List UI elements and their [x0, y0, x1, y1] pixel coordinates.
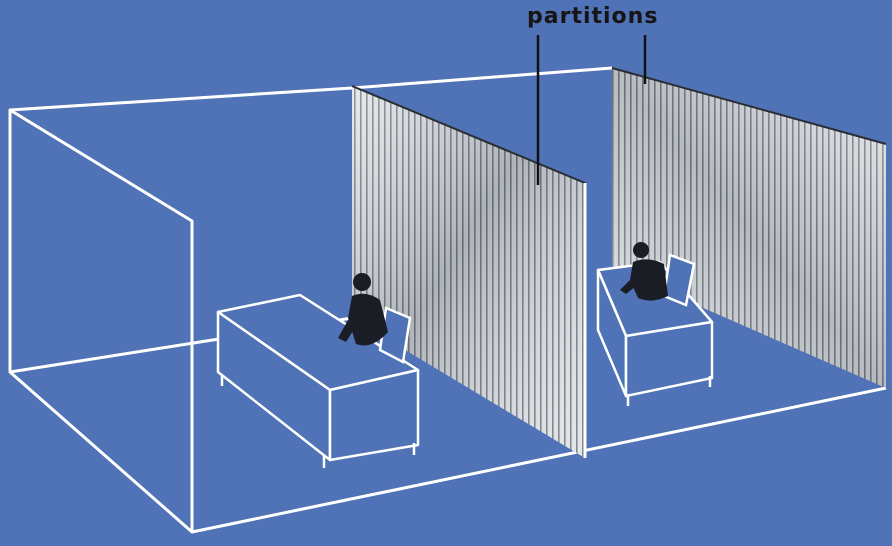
partitions-label: partitions [527, 4, 659, 29]
floor-front-edge [191, 386, 887, 534]
desk-left [216, 293, 420, 468]
callout-leaders [536, 35, 647, 185]
ceiling-back-edge [9, 66, 613, 112]
partition-left [351, 85, 587, 458]
person-left [338, 273, 388, 346]
left-wall [8, 108, 194, 534]
partition-right [611, 67, 887, 388]
person-right [620, 242, 668, 301]
